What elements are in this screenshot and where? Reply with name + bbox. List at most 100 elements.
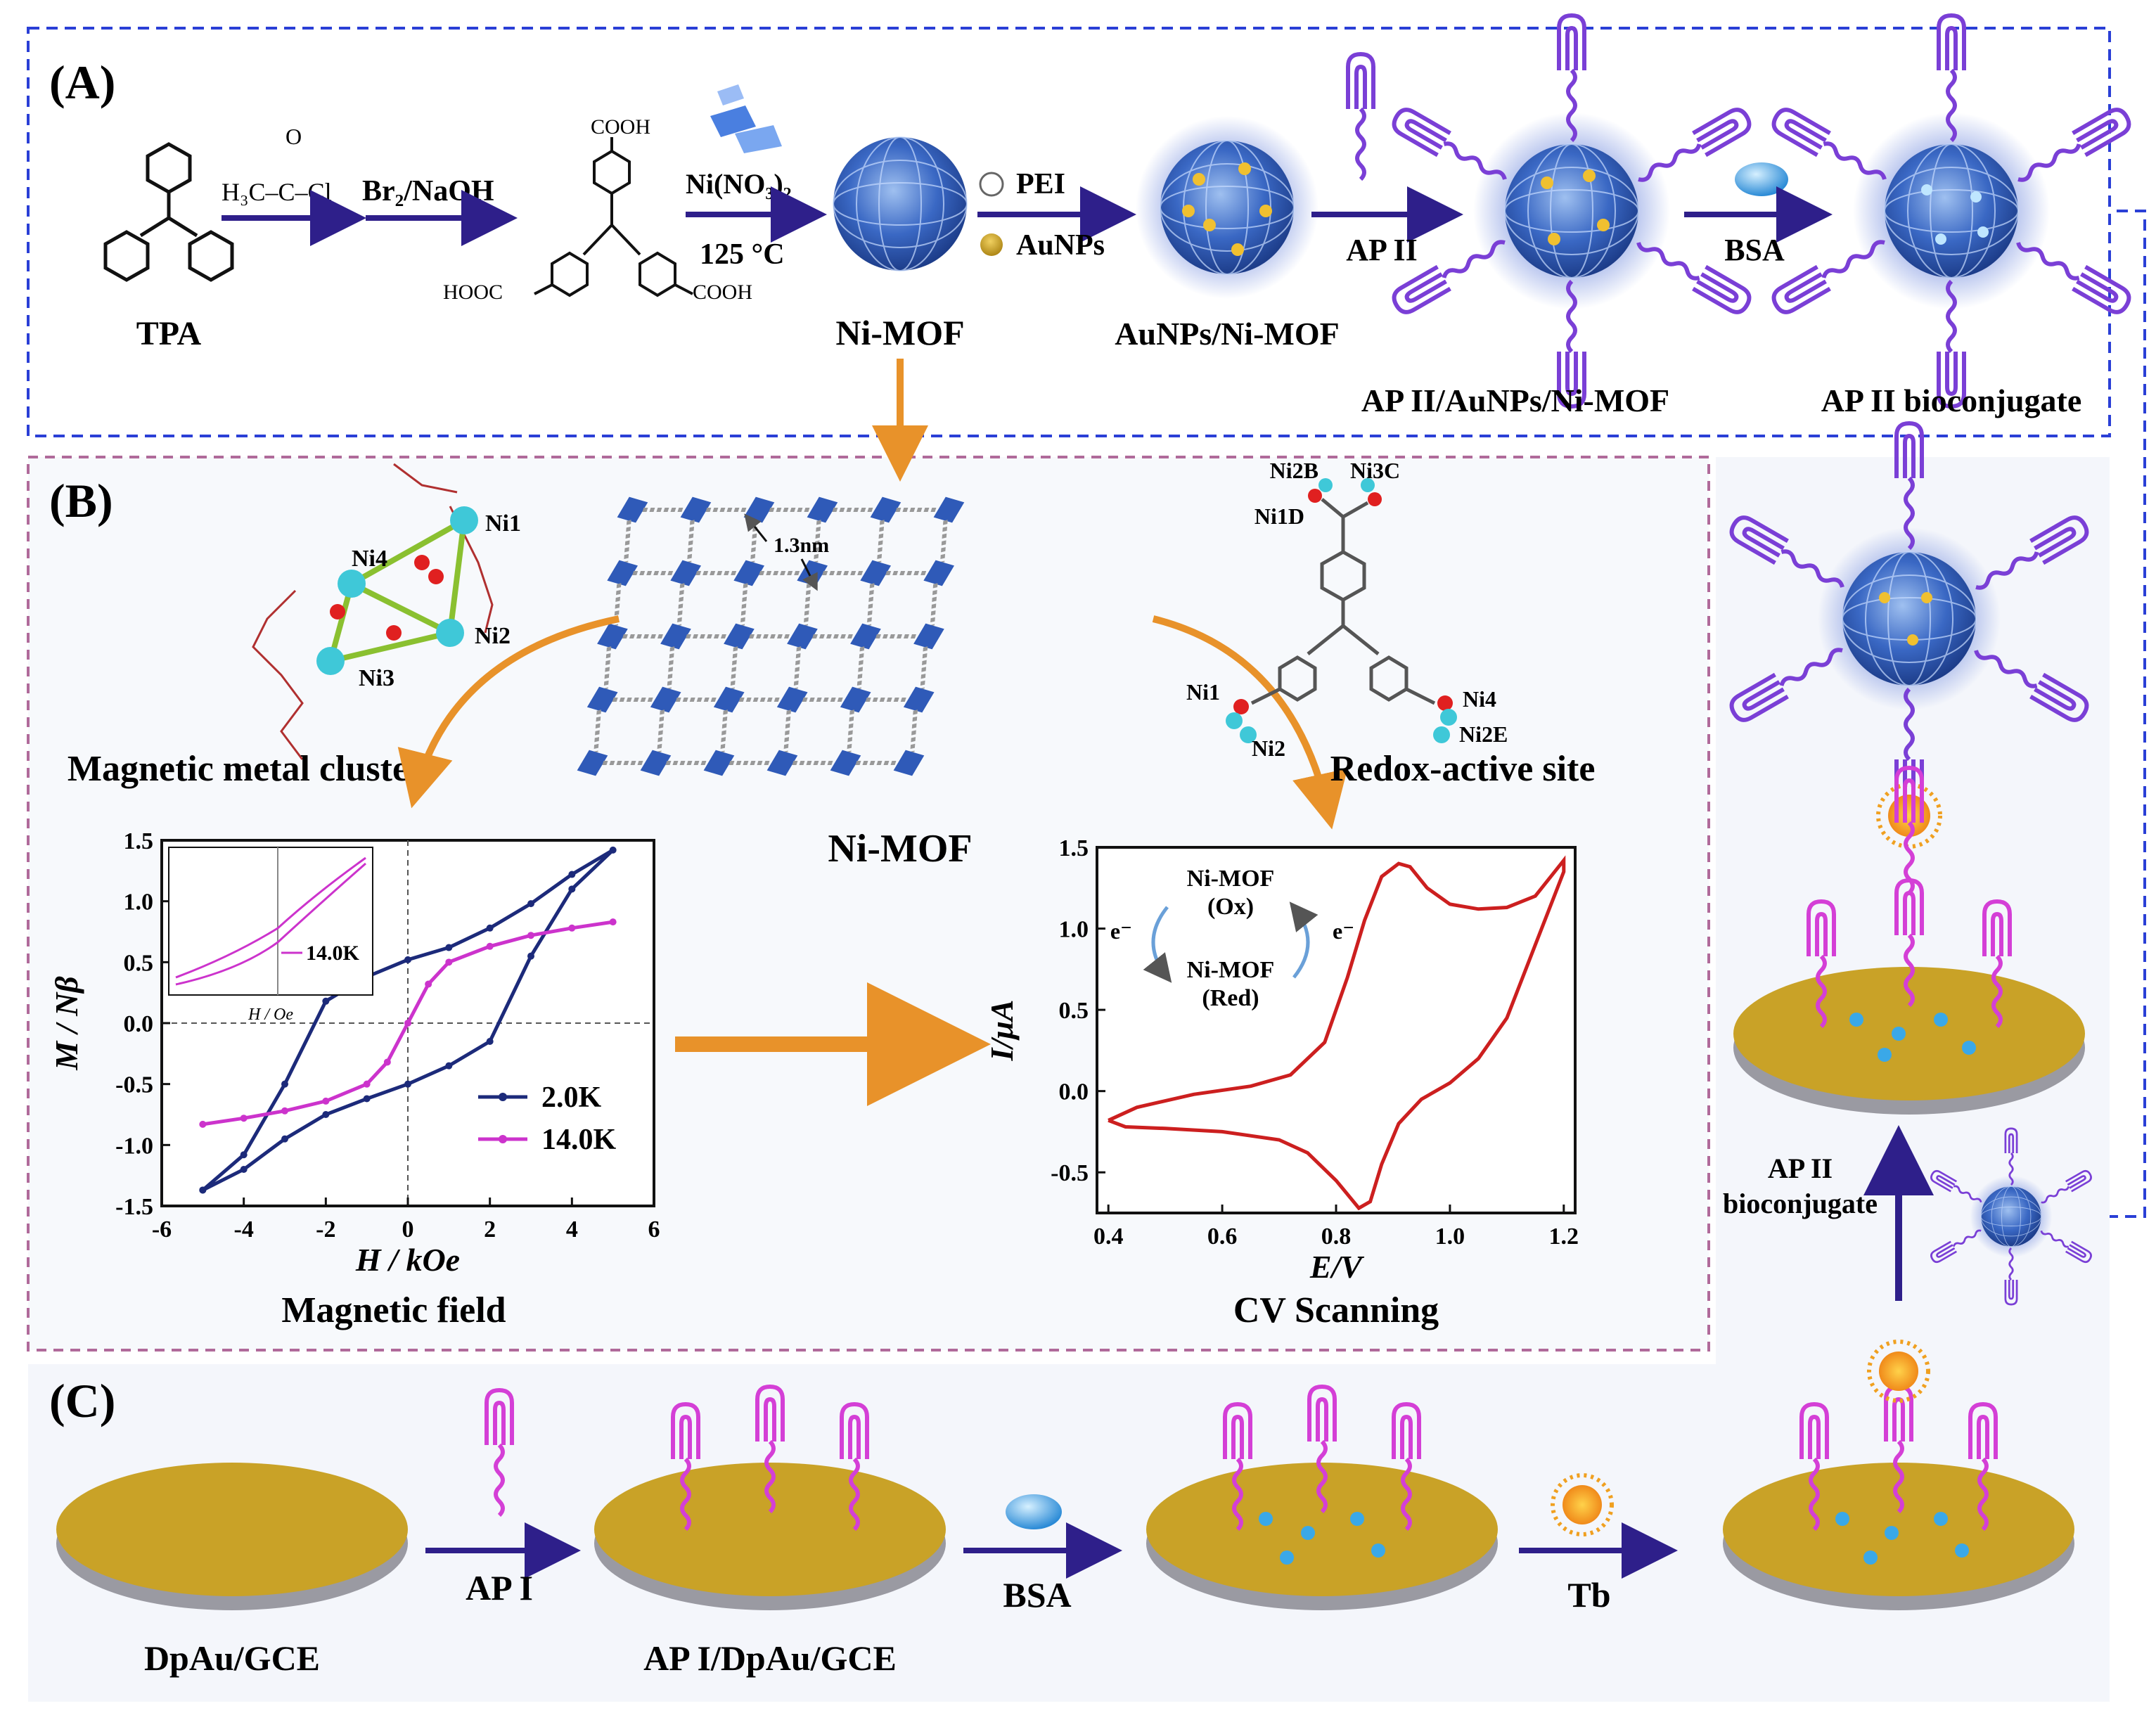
bsa-label-c: BSA	[1003, 1575, 1071, 1614]
ap1-dpau-label: AP I/DpAu/GCE	[643, 1638, 897, 1678]
legend-label: 2.0K	[541, 1081, 602, 1114]
series-point	[486, 924, 494, 932]
series-point	[240, 1115, 248, 1122]
legend-marker	[499, 1135, 507, 1143]
series-point	[363, 1080, 371, 1088]
connector-line	[2067, 210, 2146, 1218]
cluster-atom-ni3: Ni3	[359, 665, 394, 691]
nickel-nitrate-icon	[710, 84, 782, 153]
y-tick-label: -0.5	[1051, 1160, 1089, 1186]
dpau-label: DpAu/GCE	[144, 1638, 320, 1678]
redox-site-structure	[1250, 498, 1436, 705]
redox-atom-ni4: Ni4	[1463, 686, 1496, 712]
acyl-chloride-label: H₃C–C–Cl	[222, 178, 332, 206]
series-point	[568, 924, 576, 932]
pore-arrow-down	[800, 558, 818, 591]
ap2-bioconjugate-particle	[1770, 15, 2133, 406]
series-point	[281, 1135, 288, 1143]
arrow-to-magnetic	[397, 615, 620, 809]
inset-curve-2	[175, 862, 366, 986]
x-tick-label: 2	[484, 1216, 496, 1243]
x-tick-label: 1.0	[1435, 1224, 1465, 1250]
aunps-ni-mof-label: AuNPs/Ni-MOF	[1115, 316, 1339, 352]
inset-x-label: H / Oe	[248, 1006, 293, 1024]
scheme-electron-right: e⁻	[1333, 918, 1354, 944]
cv-redox-scheme: Ni-MOF (Ox) Ni-MOF (Red) e⁻ e⁻	[1110, 866, 1354, 1011]
pore-arrow-up	[744, 513, 768, 542]
x-tick-label: 6	[648, 1216, 660, 1243]
series-line-0	[1108, 855, 1566, 1211]
series-point	[322, 997, 330, 1005]
series-point	[363, 1095, 371, 1103]
electrode-dpau	[56, 1463, 408, 1610]
series-point	[445, 958, 453, 966]
y-tick-label: 0.0	[124, 1011, 154, 1037]
x-tick-label: 0.4	[1093, 1224, 1124, 1250]
electrode-bsa-blocked	[1146, 1387, 1498, 1610]
scheme-ox-state: (Ox)	[1207, 894, 1254, 920]
cluster-atom-ni4: Ni4	[352, 546, 387, 572]
series-point	[281, 1080, 288, 1088]
y-tick-label: 1.5	[1059, 835, 1089, 861]
series-point	[322, 1111, 330, 1118]
cluster-atom-ni2: Ni2	[475, 623, 511, 649]
y-tick-label: 1.0	[1059, 917, 1089, 943]
right-lane-bioconjugate	[1728, 423, 2091, 814]
redox-atom-ni2: Ni2	[1252, 736, 1285, 761]
y-axis-label: M / Nβ	[49, 976, 84, 1071]
temperature-label: 125 °C	[700, 238, 785, 271]
pore-size-label: 1.3nm	[774, 534, 829, 557]
cooh-top-label: COOH	[591, 115, 650, 139]
ni-mof-label: Ni-MOF	[835, 313, 964, 352]
series-point	[486, 942, 494, 950]
x-axis-label: E/V	[1309, 1249, 1364, 1285]
series-point	[322, 1097, 330, 1105]
series-point	[568, 871, 576, 878]
redox-atom-ni2b: Ni2B	[1270, 458, 1318, 483]
bsa-label-a: BSA	[1724, 233, 1785, 267]
cluster-title: Magnetic metal cluster	[68, 749, 425, 789]
series-point	[383, 1058, 391, 1066]
redox-atom-ni2e: Ni2E	[1459, 721, 1508, 747]
series-point	[568, 885, 576, 893]
aunps-ni-mof-particle	[1136, 116, 1318, 299]
cv-caption: CV Scanning	[1233, 1290, 1439, 1330]
framework-label: Ni-MOF	[828, 827, 972, 871]
tb-label: Tb	[1567, 1575, 1610, 1614]
tb-icon	[1551, 1473, 1614, 1536]
ap2-aunps-ni-mof-label: AP II/AuNPs/Ni-MOF	[1361, 383, 1669, 418]
ligand-structure	[534, 137, 693, 297]
y-axis-label: I/μA	[984, 1000, 1020, 1062]
redox-ni-atoms	[1226, 478, 1457, 743]
cooh-left-label: HOOC	[443, 281, 503, 304]
ap2-reagent-label: AP II	[1346, 233, 1417, 267]
ap2-bioconjugate-label: AP II bioconjugate	[1821, 383, 2082, 418]
tpa-structure	[103, 142, 234, 282]
series-point	[609, 846, 617, 854]
x-axis-label: H / kOe	[355, 1242, 460, 1278]
bsa-icon-c	[1006, 1494, 1062, 1529]
y-tick-label: 0.5	[1059, 998, 1089, 1024]
redox-title: Redox-active site	[1330, 749, 1596, 789]
series-point	[609, 918, 617, 926]
series-point	[527, 900, 534, 908]
panel-c-label: (C)	[49, 1374, 115, 1427]
acyl-oxygen-label: O	[285, 124, 302, 149]
ni-mof-framework	[577, 496, 965, 776]
y-tick-label: 1.0	[124, 890, 154, 916]
inset-curve-1	[175, 856, 366, 979]
x-tick-label: 4	[566, 1216, 578, 1243]
small-bioconjugate-icon	[1928, 1127, 2094, 1306]
scheme-red-state: (Red)	[1202, 985, 1259, 1011]
series-point	[445, 944, 453, 951]
y-tick-label: 1.5	[124, 828, 154, 854]
ni-mof-sphere	[833, 136, 968, 271]
magnetic-caption: Magnetic field	[281, 1290, 506, 1330]
ap2-lane-label-2: bioconjugate	[1723, 1188, 1878, 1219]
panel-a-frame	[27, 27, 2111, 437]
ap2-icon	[1348, 54, 1373, 179]
x-tick-label: 0	[402, 1216, 414, 1243]
right-lane-electrode	[1733, 768, 2085, 1115]
